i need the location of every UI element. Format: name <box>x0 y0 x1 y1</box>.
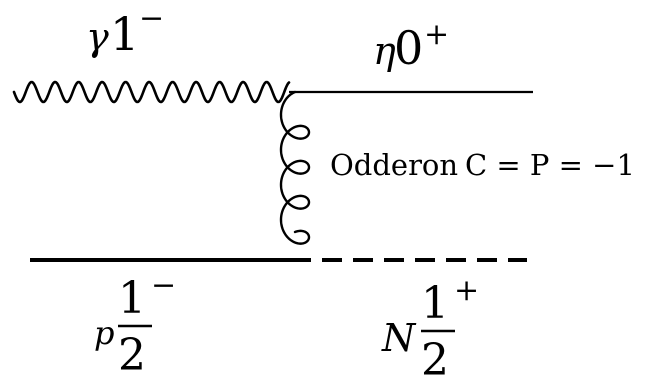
eta-symbol: η <box>373 29 396 73</box>
photon-symbol: γ <box>86 15 109 59</box>
odderon-relation: C = P = −1 <box>465 148 635 182</box>
eta-quantum: 0 <box>394 21 423 75</box>
proton-symbol: p <box>94 314 114 352</box>
proton-label: p 1 − 2 <box>94 268 176 381</box>
nucleon-symbol: N <box>381 316 417 360</box>
photon-line <box>12 80 291 104</box>
nucleon-spin-denominator: 2 <box>421 335 449 381</box>
nucleon-spin-numerator: 1 <box>421 278 449 329</box>
photon-label: γ 1 − <box>86 1 164 61</box>
eta-parity: + <box>424 17 449 52</box>
odderon-label: Odderon C = P = −1 <box>330 148 635 182</box>
odderon-name: Odderon <box>330 148 458 182</box>
odderon-exchange-line <box>279 90 311 245</box>
nucleon-spin-sign: + <box>454 273 479 308</box>
nucleon-label: N 1 + 2 <box>381 273 479 381</box>
proton-spin-denominator: 2 <box>118 330 146 381</box>
proton-spin-sign: − <box>151 268 176 303</box>
proton-spin-numerator: 1 <box>118 273 146 324</box>
photon-parity: − <box>139 1 164 36</box>
eta-label: η 0 + <box>373 17 449 75</box>
photon-quantum: 1 <box>110 7 139 61</box>
